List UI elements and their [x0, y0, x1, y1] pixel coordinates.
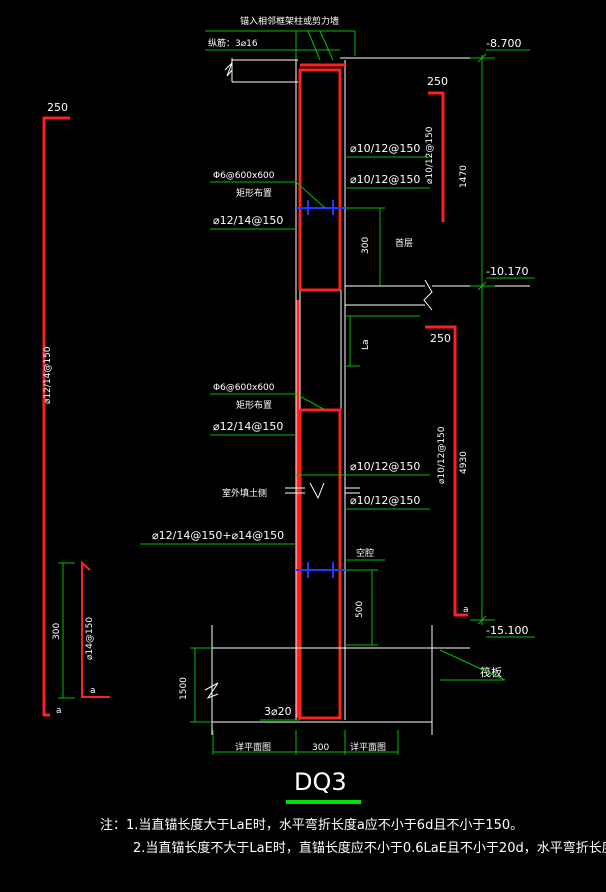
longitudinal-note-text: 纵筋：3⌀16 [208, 37, 258, 49]
right-bar-bottom [425, 325, 468, 617]
dim-500-line [345, 569, 378, 646]
dim-bot-left-text: 详平面图 [235, 741, 271, 753]
left-a-text: a [56, 706, 62, 716]
tie-mid-text: Φ6@600x600 [213, 383, 275, 393]
tie-top-leader [210, 181, 326, 209]
wall-outline [295, 60, 346, 720]
empty-side-text: 空腔 [356, 547, 374, 559]
drawing-title: DQ3 [294, 768, 347, 796]
horiz-bot-text: ⌀12/14@150+⌀14@150 [152, 529, 284, 542]
note-2: 2.当直锚长度不大于LaE时，直锚长度应不小于0.6LaE且不小于20d，水平弯… [133, 840, 606, 856]
tie-lower [296, 562, 345, 578]
elevation-axis: -8.700 -10.170 -15.100 1470 4930 [459, 37, 535, 638]
elev-mid-mark [470, 281, 495, 291]
left-bars: 250 ⌀12/14@150 a 300 ⌀14@150 a [42, 101, 110, 717]
mid-slab-lines [345, 279, 433, 311]
rebar-top-a-text: ⌀10/12@150 [350, 142, 420, 155]
rect-top-text: 矩形布置 [236, 187, 272, 199]
wall-rebar [296, 63, 345, 720]
right-dim-lower-text: 4930 [459, 451, 469, 474]
elev-bot-mark [470, 615, 495, 625]
right-rebar-bot-text: ⌀10/12@150 [437, 426, 447, 484]
elev-top-mark [470, 53, 495, 63]
small-rebar-text: ⌀14@150 [85, 617, 95, 660]
raft-slab: 1500 筏板 3⌀20 [179, 625, 506, 735]
right-rebar-top-text: ⌀10/12@150 [425, 126, 435, 184]
raft-ends [204, 625, 433, 735]
right-250-top-text: 250 [427, 75, 448, 88]
tie-mid-leader [210, 393, 326, 411]
rebar-mid-a-text: ⌀10/12@150 [350, 460, 420, 473]
tie-bars [296, 200, 345, 578]
mid-slab [345, 279, 530, 311]
dim-bot-mid-text: 300 [312, 743, 329, 753]
right-dim-upper-text: 1470 [459, 165, 469, 188]
anchor-note-text: 锚入相邻框架柱或剪力墙 [240, 15, 339, 27]
horiz-top-text: ⌀12/14@150 [213, 214, 283, 227]
tie-upper [296, 200, 345, 215]
dim-la-line [345, 315, 420, 367]
first-floor-dims: 300 首层 La [345, 207, 420, 367]
dim-500: 500 [345, 569, 378, 646]
left-rebar-text: ⌀12/14@150 [43, 346, 53, 404]
bottom-dim-lines [212, 730, 399, 755]
elevation-top-text: -8.700 [486, 37, 521, 50]
middle-labels: Φ6@600x600 矩形布置 ⌀12/14@150 ⌀10/12@150 室外… [140, 383, 430, 561]
dim-la-text: La [361, 339, 371, 350]
wall-faces [295, 60, 346, 720]
left-bar [42, 116, 70, 717]
fill-break-symbol [285, 482, 360, 500]
upper-slab-lines [224, 58, 298, 83]
rebar-top-b-text: ⌀10/12@150 [350, 173, 420, 186]
wall-inner-faces [299, 70, 342, 715]
raft-leader [439, 649, 506, 681]
horiz-mid-text: ⌀12/14@150 [213, 420, 283, 433]
bottom-dims: 详平面图 300 详平面图 [212, 730, 399, 755]
small-bar [81, 560, 110, 698]
small-300-dim [58, 562, 75, 699]
outdoor-fill-text: 室外填土侧 [222, 487, 267, 499]
title-block: DQ3 [286, 768, 361, 804]
elevation-bottom-text: -15.100 [486, 624, 528, 637]
rebar-mid-b-text: ⌀10/12@150 [350, 494, 420, 507]
notes-block: 注：1.当直锚长度大于LaE时，水平弯折长度a应不小于6d且不小于150。 2.… [100, 817, 606, 856]
upper-vertical-bars [298, 68, 342, 290]
dim-bot-right-text: 详平面图 [350, 741, 386, 753]
small-a-text: a [90, 686, 96, 696]
dim-500-text: 500 [355, 601, 365, 618]
raft-text: 筏板 [480, 665, 502, 679]
dim-1500-line [190, 647, 212, 723]
first-floor-text: 首层 [395, 237, 413, 249]
anchor-leader-lines [205, 30, 356, 61]
rect-mid-text: 矩形布置 [236, 399, 272, 411]
note-1: 注：1.当直锚长度大于LaE时，水平弯折长度a应不小于6d且不小于150。 [100, 817, 523, 833]
dim-1500-text: 1500 [179, 677, 189, 700]
right-250-bot-text: 250 [430, 332, 451, 345]
small-300-text: 300 [52, 623, 62, 640]
left-250-text: 250 [47, 101, 68, 114]
lower-vertical-bars [298, 408, 342, 720]
bottom-rebar-text: 3⌀20 [264, 705, 292, 718]
right-a-text: a [463, 605, 469, 615]
dim-300-text: 300 [361, 237, 371, 254]
tie-top-text: Φ6@600x600 [213, 171, 275, 181]
upper-labels: ⌀10/12@150 Φ6@600x600 ⌀10/12@150 矩形布置 ⌀1… [210, 142, 430, 230]
upper-slab [224, 57, 470, 83]
raft-edges [212, 647, 432, 723]
right-bars: 250 ⌀10/12@150 250 ⌀10/12@150 a [425, 75, 469, 617]
elevation-mid-text: -10.170 [486, 265, 528, 278]
top-annotations: 锚入相邻框架柱或剪力墙 纵筋：3⌀16 [205, 15, 356, 61]
title-underline [286, 800, 361, 804]
right-bar-top [428, 91, 445, 222]
